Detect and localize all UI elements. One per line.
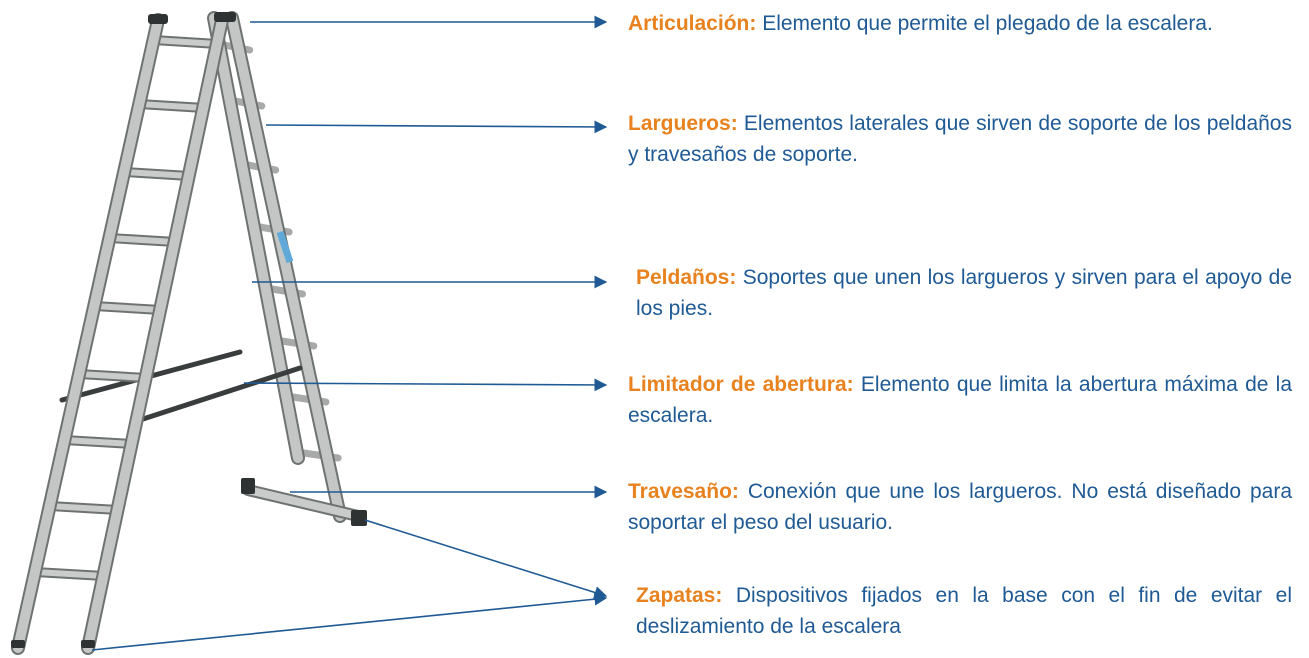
term-limitador: Limitador de abertura:: [628, 373, 854, 396]
front-rung: [148, 35, 223, 49]
pointer-zapatas-back: [364, 519, 608, 599]
description-largueros: Elementos laterales que sirven de soport…: [628, 112, 1292, 166]
term-zapatas: Zapatas:: [636, 584, 723, 607]
back-rails: [207, 11, 347, 523]
front-rung: [74, 369, 152, 383]
pointer-zapatas-front: [91, 592, 608, 651]
label-largueros: Largueros: Elementos laterales que sirve…: [628, 108, 1292, 170]
front-rung: [59, 435, 138, 449]
label-articulacion: Articulación: Elemento que permite el pl…: [628, 8, 1292, 39]
description-zapatas: Dispositivos fijados en la base con el f…: [636, 584, 1292, 638]
ladder-illustration: [11, 11, 367, 655]
description-limitador: Elemento que limita la abertura máxima d…: [628, 373, 1292, 427]
front-rung: [44, 501, 124, 515]
front-rung: [89, 301, 166, 315]
spreader-bars: [59, 349, 303, 423]
front-rails: [11, 13, 229, 655]
front-rung: [104, 233, 181, 247]
term-largueros: Largueros:: [628, 112, 738, 135]
label-travesano: Travesaño: Conexión que une los larguero…: [628, 476, 1292, 538]
crossbar: [241, 478, 367, 526]
foot-pad-back-right: [351, 510, 367, 526]
pointer-limitador: [243, 378, 608, 392]
label-zapatas: Zapatas: Dispositivos fijados en la base…: [636, 580, 1292, 642]
front-feet: [11, 640, 95, 648]
pointer-lines: [91, 15, 608, 651]
hinge-caps: [148, 12, 236, 24]
description-travesano: Conexión que une los largueros. No está …: [628, 480, 1292, 534]
term-articulacion: Articulación:: [628, 12, 757, 35]
front-rung: [119, 167, 195, 181]
label-peldanos: Peldaños: Soportes que unen los larguero…: [636, 262, 1292, 324]
front-rung: [134, 99, 210, 113]
description-articulacion: Elemento que permite el plegado de la es…: [762, 12, 1213, 35]
description-peldanos: Soportes que unen los largueros y sirven…: [636, 266, 1293, 320]
label-limitador: Limitador de abertura: Elemento que limi…: [628, 369, 1292, 431]
front-rung: [29, 567, 110, 581]
term-peldanos: Peldaños:: [636, 266, 737, 289]
pointer-largueros: [265, 120, 608, 134]
term-travesano: Travesaño:: [628, 480, 739, 503]
foot-pad-back-left: [241, 478, 255, 494]
